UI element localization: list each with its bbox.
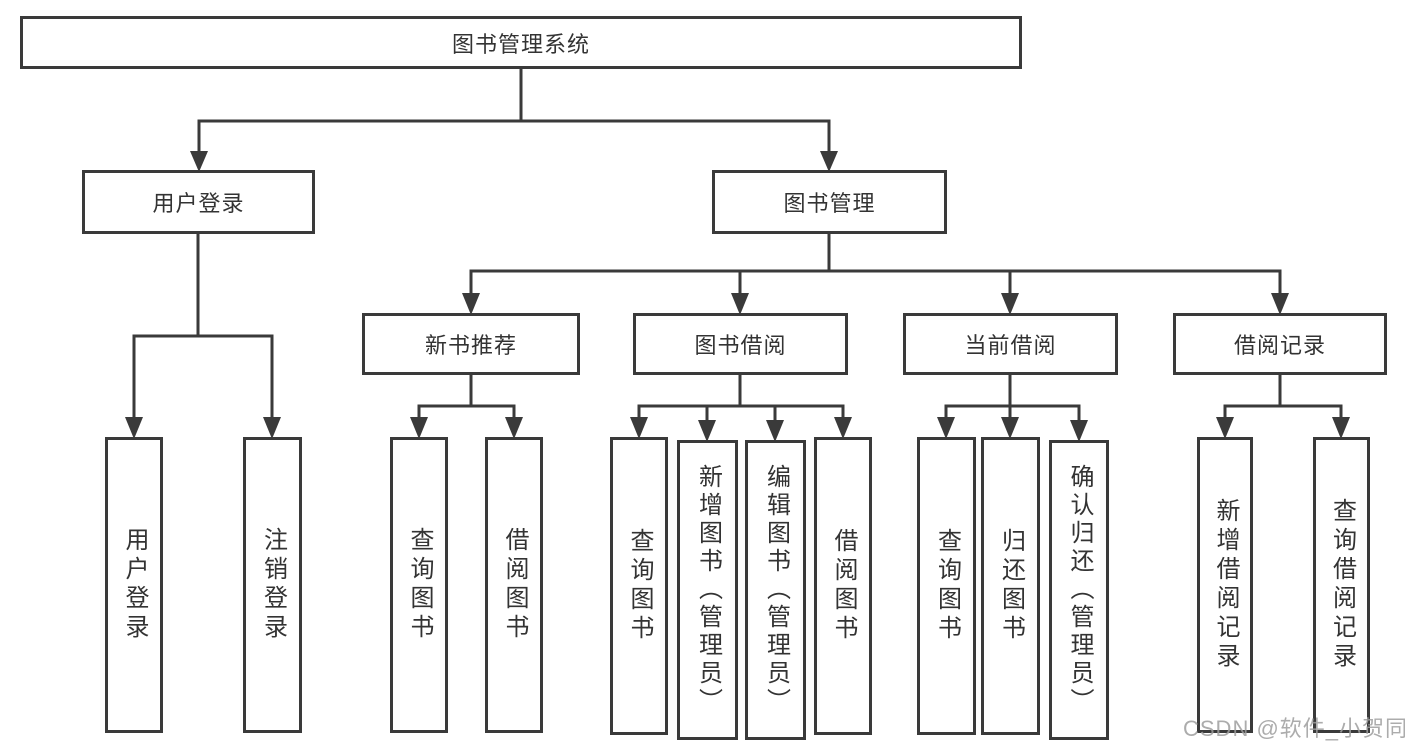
csdn-watermark: CSDN @软件_小贺同学 bbox=[1183, 716, 1405, 741]
node-leaf-query-books-2-label: 查询图书 bbox=[626, 528, 653, 644]
node-leaf-borrow-books-1: 借阅图书 bbox=[485, 437, 543, 733]
node-leaf-borrow-books-2: 借阅图书 bbox=[814, 437, 872, 735]
node-leaf-query-books-1-label: 查询图书 bbox=[406, 527, 433, 643]
node-leaf-return-book-label: 归还图书 bbox=[997, 528, 1025, 644]
node-leaf-add-borrow-record-label: 新增借阅记录 bbox=[1212, 498, 1239, 672]
node-leaf-query-borrow-record: 查询借阅记录 bbox=[1313, 437, 1370, 733]
node-leaf-query-books-3-label: 查询图书 bbox=[933, 528, 961, 644]
node-root-label: 图书管理系统 bbox=[451, 31, 590, 57]
node-leaf-borrow-books-2-label: 借阅图书 bbox=[830, 528, 857, 644]
node-leaf-logout-label: 注销登录 bbox=[259, 527, 287, 643]
connector-book-borrow bbox=[630, 375, 852, 442]
node-leaf-add-book-admin-label: 新增图书（管理员） bbox=[694, 464, 722, 716]
node-leaf-add-book-admin: 新增图书（管理员） bbox=[677, 440, 738, 740]
node-leaf-edit-book-admin: 编辑图书（管理员） bbox=[745, 440, 806, 740]
node-book-management: 图书管理 bbox=[712, 170, 947, 234]
node-borrow-records: 借阅记录 bbox=[1173, 313, 1387, 375]
connector-current-borrow bbox=[937, 375, 1088, 442]
node-leaf-query-books-2: 查询图书 bbox=[610, 437, 668, 735]
connector-book-management bbox=[462, 234, 1289, 315]
node-book-borrow-label: 图书借阅 bbox=[694, 333, 787, 358]
node-current-borrow: 当前借阅 bbox=[903, 313, 1118, 375]
node-new-book-recommend: 新书推荐 bbox=[362, 313, 580, 375]
connector-new-book-recommend bbox=[410, 375, 523, 439]
node-user-login-label: 用户登录 bbox=[152, 191, 245, 216]
node-borrow-records-label: 借阅记录 bbox=[1233, 333, 1326, 358]
node-user-login: 用户登录 bbox=[82, 170, 315, 234]
node-leaf-confirm-return-admin-label: 确认归还（管理员） bbox=[1066, 464, 1093, 716]
node-leaf-confirm-return-admin: 确认归还（管理员） bbox=[1049, 440, 1109, 740]
node-leaf-logout: 注销登录 bbox=[243, 437, 302, 733]
node-leaf-query-books-1: 查询图书 bbox=[390, 437, 448, 733]
node-book-borrow: 图书借阅 bbox=[633, 313, 848, 375]
node-leaf-user-login-label: 用户登录 bbox=[121, 527, 148, 643]
node-leaf-user-login: 用户登录 bbox=[105, 437, 163, 733]
node-root: 图书管理系统 bbox=[20, 16, 1022, 69]
node-leaf-borrow-books-1-label: 借阅图书 bbox=[501, 527, 528, 643]
node-leaf-query-borrow-record-label: 查询借阅记录 bbox=[1328, 498, 1356, 672]
node-leaf-query-books-3: 查询图书 bbox=[917, 437, 976, 735]
connector-borrow-records bbox=[1216, 375, 1350, 439]
node-leaf-return-book: 归还图书 bbox=[981, 437, 1040, 735]
connector-root-to-level2 bbox=[190, 69, 838, 172]
node-leaf-add-borrow-record: 新增借阅记录 bbox=[1197, 437, 1253, 733]
node-current-borrow-label: 当前借阅 bbox=[964, 333, 1057, 358]
node-leaf-edit-book-admin-label: 编辑图书（管理员） bbox=[762, 464, 790, 716]
node-book-management-label: 图书管理 bbox=[783, 191, 876, 216]
connector-user-login bbox=[125, 234, 281, 439]
node-new-book-recommend-label: 新书推荐 bbox=[424, 333, 517, 358]
